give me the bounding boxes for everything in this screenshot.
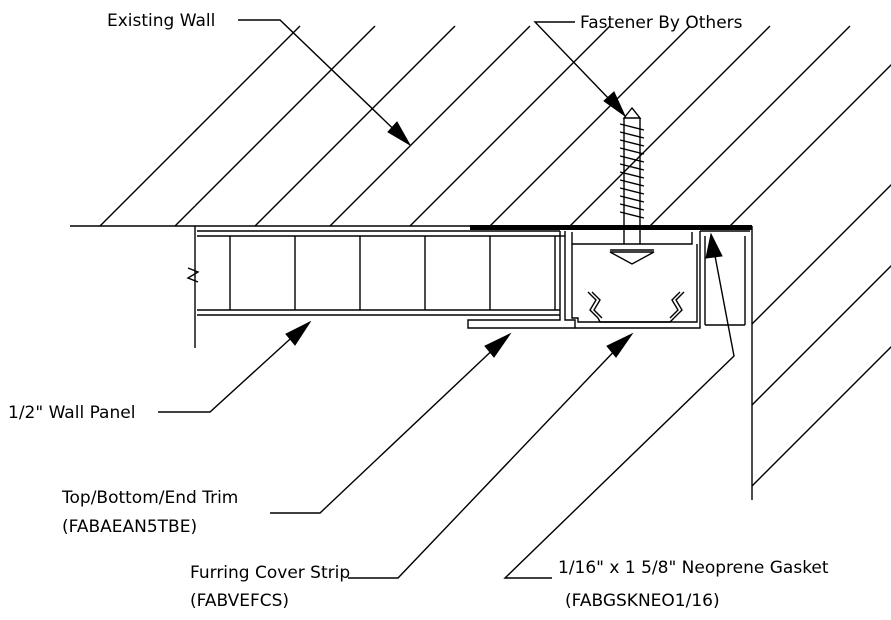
existing-wall-hatch bbox=[195, 25, 891, 487]
furring-label: Furring Cover Strip bbox=[190, 563, 350, 583]
existing-wall-label: Existing Wall bbox=[107, 11, 215, 31]
fastener-screw bbox=[609, 106, 655, 265]
leader-lines bbox=[158, 19, 735, 579]
end-trim bbox=[467, 231, 575, 329]
existing-wall-hatch-left bbox=[99, 127, 199, 227]
fastener-label: Fastener By Others bbox=[580, 13, 743, 33]
furring-channel bbox=[564, 230, 750, 329]
gasket-code-label: (FABGSKNEO1/16) bbox=[565, 591, 720, 611]
furring-code-label: (FABVEFCS) bbox=[190, 591, 289, 611]
leader-arrowheads bbox=[285, 91, 723, 358]
existing-wall-surface bbox=[70, 225, 753, 500]
trim-label: Top/Bottom/End Trim bbox=[61, 488, 238, 508]
gasket-label: 1/16" x 1 5/8" Neoprene Gasket bbox=[558, 558, 829, 578]
wall-panel bbox=[186, 226, 560, 348]
neoprene-gasket bbox=[470, 225, 752, 230]
wall-panel-label: 1/2" Wall Panel bbox=[8, 403, 135, 423]
trim-code-label: (FABAEAN5TBE) bbox=[62, 517, 197, 537]
furring-cover-strip bbox=[587, 291, 685, 323]
